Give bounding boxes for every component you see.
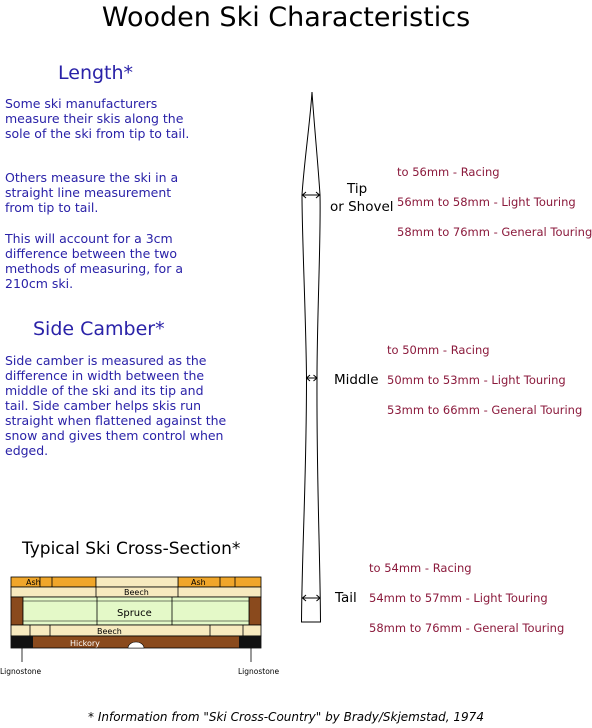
ski-shape — [300, 91, 322, 623]
tail-label: Tail — [335, 590, 357, 606]
ash-left-label: Ash — [26, 578, 41, 587]
lignostone-edge-left — [11, 636, 33, 648]
middle-spec-general-touring: 53mm to 66mm - General Touring — [387, 403, 583, 417]
tail-spec-light-touring: 54mm to 57mm - Light Touring — [369, 591, 548, 605]
page-title: Wooden Ski Characteristics — [101, 2, 471, 33]
lignostone-left-label: Lignostone — [0, 667, 42, 676]
tail-width-arrow — [301, 594, 321, 602]
tip-spec-racing: to 56mm - Racing — [397, 165, 500, 179]
middle-label: Middle — [334, 372, 379, 388]
walnut-edge-left — [10, 596, 24, 626]
walnut-edge-right — [248, 596, 262, 626]
length-paragraph-3: This will account for a 3cm difference b… — [5, 231, 183, 291]
beech-top-label: Beech — [124, 588, 149, 597]
tail-spec-general-touring: 58mm to 76mm - General Touring — [369, 621, 565, 635]
tail-spec-racing: to 54mm - Racing — [369, 561, 472, 575]
length-paragraph-1: Some ski manufacturers measure their ski… — [5, 96, 190, 141]
middle-spec-racing: to 50mm - Racing — [387, 343, 490, 357]
footnote: * Information from "Ski Cross-Country" b… — [88, 710, 484, 724]
side-camber-heading: Side Camber* — [33, 318, 165, 340]
tip-spec-general-touring: 58mm to 76mm - General Touring — [397, 225, 592, 239]
spruce-label: Spruce — [117, 608, 152, 619]
beech-layer-bottom — [10, 624, 262, 637]
side-camber-text: Side camber is measured as the differenc… — [5, 353, 227, 458]
middle-spec-light-touring: 50mm to 53mm - Light Touring — [387, 373, 566, 387]
length-paragraph-2: Others measure the ski in a straight lin… — [5, 170, 179, 215]
lignostone-edge-right — [239, 636, 261, 648]
beech-bottom-label: Beech — [97, 627, 122, 636]
tip-spec-light-touring: 56mm to 58mm - Light Touring — [397, 195, 576, 209]
lignostone-right-label: Lignostone — [238, 667, 280, 676]
length-heading: Length* — [58, 62, 134, 84]
cross-section-heading: Typical Ski Cross-Section* — [22, 539, 241, 559]
beech-top-center — [95, 576, 179, 588]
ski-outline — [300, 91, 322, 623]
tip-width-arrow — [301, 191, 321, 199]
shovel-label: or Shovel — [330, 199, 394, 215]
spruce-core — [22, 596, 250, 626]
middle-width-arrow — [305, 374, 318, 382]
ash-layer-left — [10, 576, 97, 588]
ski-groove — [127, 641, 145, 649]
tip-label: Tip — [347, 181, 368, 197]
ash-right-label: Ash — [191, 578, 206, 587]
hickory-label: Hickory — [70, 639, 100, 648]
ski-cross-section: Ash Ash Beech Spruce Beech Hickory Ligno… — [0, 576, 280, 676]
